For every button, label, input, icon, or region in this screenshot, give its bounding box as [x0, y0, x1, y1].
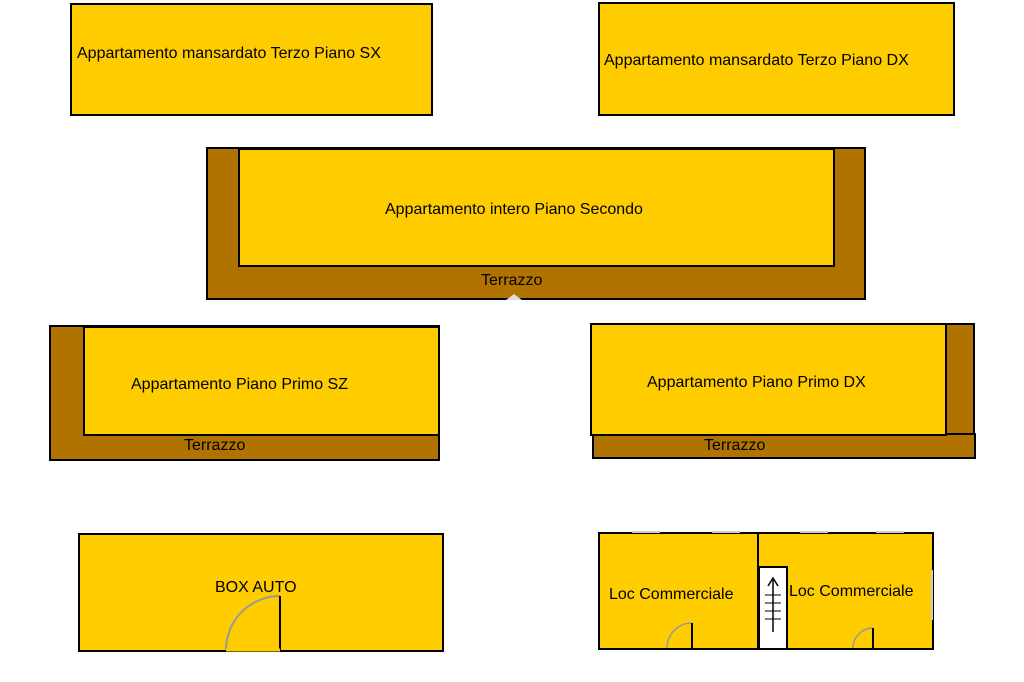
third-floor-right-apartment — [598, 2, 955, 116]
commercial-right-door-swing-icon — [852, 627, 874, 649]
commercial-unit-right-label: Loc Commerciale — [789, 583, 914, 600]
second-floor-apartment — [238, 148, 835, 267]
third-floor-right-label: Appartamento mansardato Terzo Piano DX — [604, 52, 909, 69]
first-floor-left-terrace-label: Terrazzo — [184, 437, 246, 454]
garage-label: BOX AUTO — [215, 579, 297, 596]
first-floor-right-terrace-label: Terrazzo — [704, 437, 766, 454]
first-floor-left-apartment — [83, 326, 440, 436]
shop-window-marks — [632, 531, 933, 620]
second-floor-apartment-label: Appartamento intero Piano Secondo — [385, 201, 643, 218]
commercial-unit-left-label: Loc Commerciale — [609, 586, 734, 603]
section-marker-icon — [506, 294, 522, 300]
third-floor-left-label: Appartamento mansardato Terzo Piano SX — [77, 45, 381, 62]
commercial-left-door-swing-icon — [666, 622, 693, 649]
third-floor-left-apartment — [70, 3, 433, 116]
first-floor-right-apartment — [590, 323, 947, 436]
garage-door-swing-icon — [225, 595, 281, 652]
second-floor-terrace-label: Terrazzo — [481, 272, 543, 289]
first-floor-left-apartment-label: Appartamento Piano Primo SZ — [131, 376, 348, 393]
staircase-arrow-icon — [758, 566, 788, 650]
commercial-unit-left — [598, 532, 759, 650]
first-floor-right-apartment-label: Appartamento Piano Primo DX — [647, 374, 866, 391]
